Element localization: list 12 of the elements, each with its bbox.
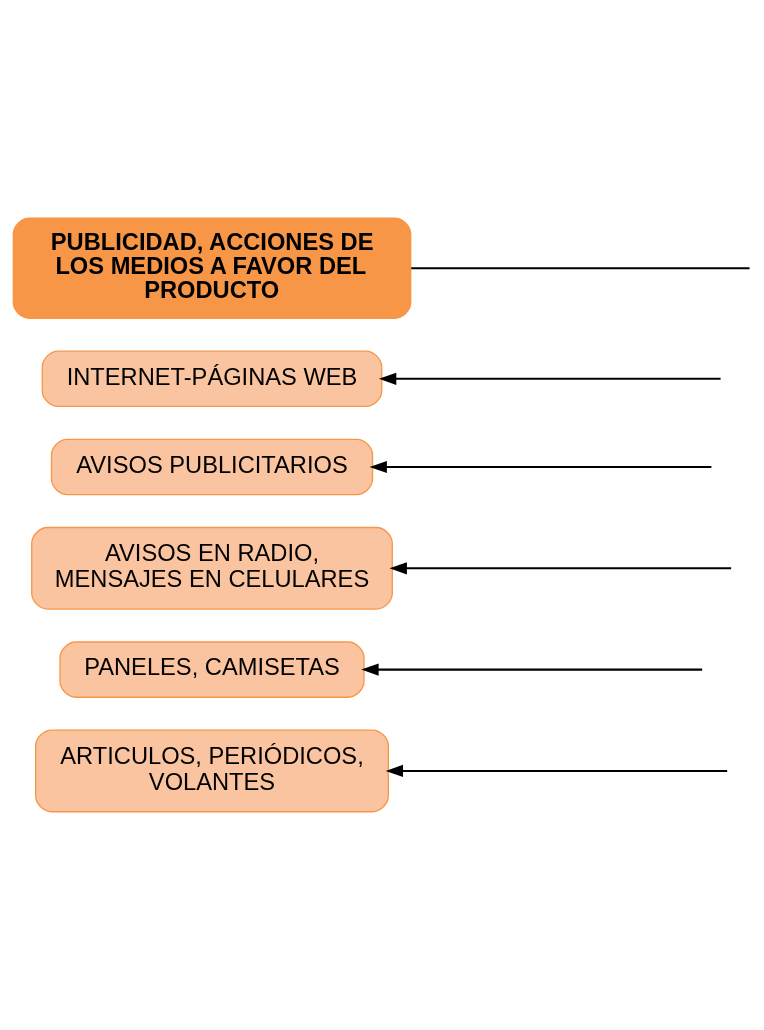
node-box: PANELES, CAMISETAS [59,641,365,698]
node-box: INTERNET-PÁGINAS WEB [41,350,383,408]
node-box: AVISOS EN RADIO, MENSAJES EN CELULARES [31,526,393,610]
arrow [378,372,721,385]
node-box: PUBLICIDAD, ACCIONES DE LOS MEDIOS A FAVOR DEL PRODUCTO [12,217,412,319]
arrow [389,562,732,575]
node-box: AVISOS PUBLICITARIOS [50,438,374,496]
arrow [369,460,712,474]
arrow [361,663,703,676]
node-box: ARTICULOS, PERIÓDICOS, VOLANTES [35,729,389,813]
arrow [385,764,728,778]
connector [411,267,750,270]
